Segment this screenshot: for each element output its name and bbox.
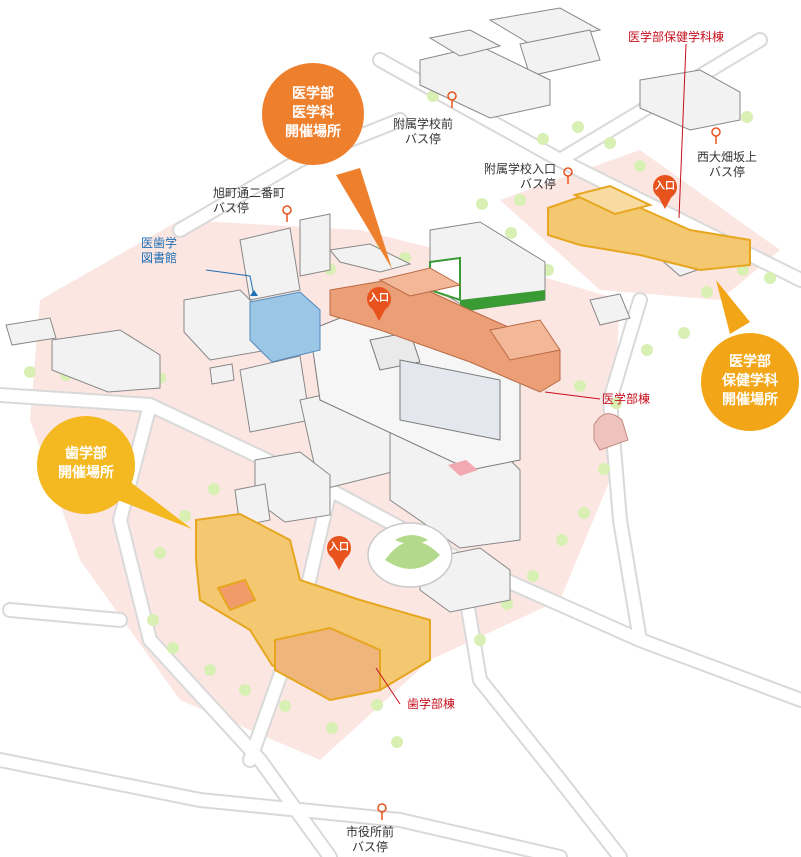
venue-health-line1: 医学部 [729,354,771,370]
venue-health-line2: 保健学科 [722,373,778,389]
bus-stop-pin-icon [282,91,721,820]
bus-stop-shiyakusho-suffix: バス停 [352,840,389,854]
library-label-line2: 図書館 [141,251,178,265]
bus-stop-nishi-ohata-name: 西大畑坂上 [697,150,758,164]
bus-stop-shiyakusho: 市役所前 バス停 [346,825,394,855]
helipad [448,460,478,476]
bus-stop-fuzoku-mae: 附属学校前 バス停 [393,117,453,147]
health-science-building [547,184,751,272]
callout-dentistry [37,416,192,529]
bus-stop-asahimachi-name: 旭町通二番町 [213,186,286,200]
venue-dentistry-line2: 開催場所 [58,465,114,481]
entrance-label-health: 入口 [655,181,675,192]
venue-medicine-line1: 医学部 [292,86,334,102]
bus-stop-fuzoku-iriguchi-suffix: バス停 [520,177,557,191]
entrance-marker-health [653,175,677,209]
entrance-label-medicine: 入口 [369,293,389,304]
bus-stop-shiyakusho-name: 市役所前 [346,825,395,839]
venue-dentistry-line1: 歯学部 [65,446,107,462]
venue-medicine-line3: 開催場所 [285,124,341,140]
leader-lines [205,43,687,705]
trees [24,90,776,748]
entrance-marker-medicine [367,287,391,321]
entrance-label-dental: 入口 [329,542,349,553]
dental-building-label: 歯学部棟 [407,697,456,711]
gray-buildings [5,7,741,613]
bus-stop-fuzoku-iriguchi: 附属学校入口 バス停 [484,162,556,192]
venue-health-line3: 開催場所 [722,392,778,408]
dental-building [195,512,431,702]
venue-dentistry-label: 歯学部 開催場所 [41,445,131,483]
bus-stop-asahimachi-suffix: バス停 [213,201,250,215]
callout-medicine [262,63,392,269]
bus-stop-nishi-ohata: 西大畑坂上 バス停 [697,150,757,180]
pink-building [593,413,629,451]
bus-stop-fuzoku-mae-name: 附属学校前 [393,117,454,131]
callout-health-science [701,280,799,431]
venue-health-label: 医学部 保健学科 開催場所 [705,353,795,410]
entrance-marker-dental [327,536,351,570]
medicine-building-label: 医学部棟 [602,392,651,406]
library-label-line1: 医歯学 [141,236,178,250]
bus-stop-nishi-ohata-suffix: バス停 [709,165,746,179]
venue-medicine-label: 医学部 医学科 開催場所 [268,85,358,142]
library-building [249,291,321,363]
library-label: 医歯学 図書館 [141,236,177,266]
lawn-loop [367,522,453,588]
bus-stop-fuzoku-iriguchi-name: 附属学校入口 [484,162,557,176]
bus-stop-asahimachi: 旭町通二番町 バス停 [213,186,285,216]
bus-stop-fuzoku-mae-suffix: バス停 [405,132,442,146]
venue-medicine-line2: 医学科 [292,105,334,121]
health-science-building-label: 医学部保健学科棟 [628,30,725,44]
